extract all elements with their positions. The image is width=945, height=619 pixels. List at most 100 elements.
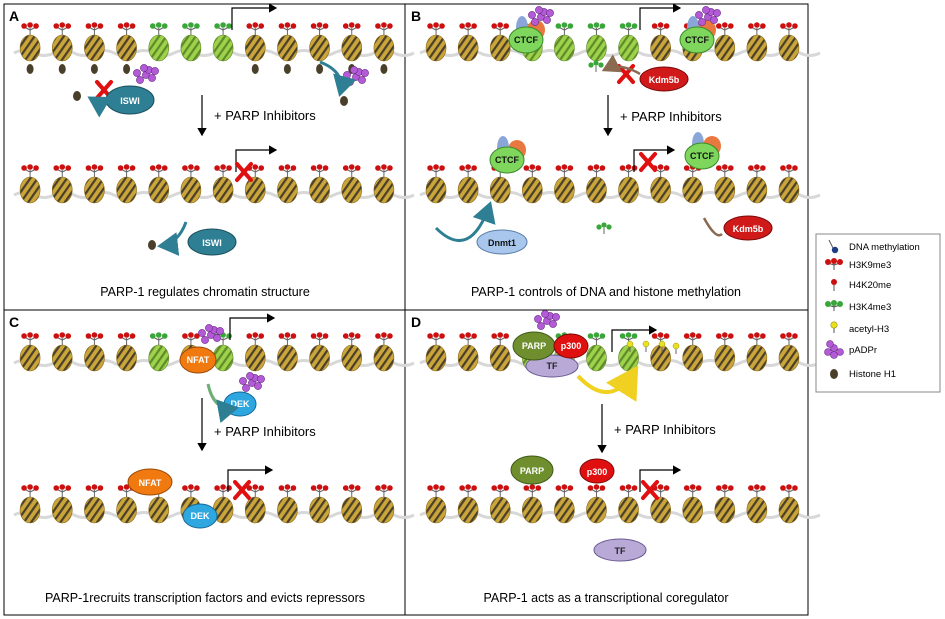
nucleosome	[554, 176, 575, 204]
panel-d-inhibitor-label: + PARP Inhibitors	[614, 422, 716, 437]
h3k9me3-mark	[523, 164, 542, 177]
tf-inactive	[593, 538, 647, 562]
dna-methylation-icon	[828, 239, 839, 254]
nucleosome	[19, 344, 41, 372]
active-nucleosome	[586, 34, 607, 62]
nucleosome	[341, 344, 363, 372]
h3k9me3-mark	[182, 332, 200, 345]
h3k9me3-mark	[21, 332, 39, 345]
panel-c-letter: C	[9, 314, 19, 330]
nucleosome	[19, 176, 41, 204]
nucleosome	[309, 496, 330, 524]
nucleosome	[714, 176, 736, 204]
nucleosome	[373, 344, 395, 372]
h3k9me3-mark	[491, 484, 510, 497]
h3k9me3-mark	[342, 332, 361, 345]
nucleosome	[309, 176, 330, 204]
h3k9me3-mark	[619, 164, 638, 177]
nucleosome	[84, 176, 105, 204]
histone-h1	[123, 64, 131, 74]
padpr-chain	[343, 66, 369, 86]
h3k9me3-mark	[85, 332, 104, 345]
ctcf-label: CTCF	[495, 155, 519, 165]
h3k9me3-mark	[117, 164, 136, 177]
h3k4me3-mark	[619, 22, 638, 35]
nucleosome	[746, 344, 768, 372]
nucleosome	[84, 344, 105, 372]
histone-h1-released	[73, 91, 81, 101]
nucleosome	[341, 176, 363, 204]
iswi-arrow-right	[319, 60, 357, 97]
nucleosome	[489, 34, 511, 62]
transcription-start-arrow	[639, 3, 682, 30]
transcription-start-arrow	[227, 465, 274, 492]
acetylation-arrow	[576, 365, 639, 402]
padpr-chain	[695, 6, 721, 26]
nucleosome	[244, 496, 266, 524]
nfat-protein: NFAT	[179, 346, 217, 374]
h3k9me3-mark	[182, 484, 200, 497]
panel-b-caption: PARP-1 controls of DNA and histone methy…	[471, 285, 741, 299]
nucleosome	[244, 176, 266, 204]
h3k9me3-mark	[780, 164, 798, 177]
h3k9me3-mark	[491, 22, 510, 35]
nfat-inactive	[127, 468, 173, 496]
nucleosome	[521, 176, 543, 204]
h3k9me3-mark	[619, 484, 638, 497]
p300-protein: p300	[553, 333, 589, 359]
active-nucleosome	[554, 34, 575, 62]
transcription-start-arrow	[611, 325, 658, 352]
nucleosome	[714, 34, 736, 62]
panel-b-details: + PARP Inhibitors Kdm5b Kdm5b Dnmt1 PARP…	[434, 54, 773, 299]
h3k9me3-mark	[375, 22, 393, 35]
h3k9me3-mark	[117, 22, 136, 35]
nucleosome	[277, 496, 298, 524]
h3k9me3-mark	[427, 484, 445, 497]
panel-a-letter: A	[9, 8, 19, 24]
panel-c-details: + PARP Inhibitors NFAT PARP-1recruits tr…	[45, 383, 365, 605]
nucleosome	[682, 344, 704, 372]
p300-inactive	[579, 458, 615, 484]
histone-h1-released	[340, 96, 348, 106]
h3k9me3-mark	[715, 164, 734, 177]
kdm5b-arrow-bottom	[702, 217, 723, 237]
ctcf-protein: CTCF	[508, 16, 545, 54]
dek-protein: DEK	[223, 391, 257, 417]
nucleosome	[180, 176, 202, 204]
transcription-start-arrow	[231, 3, 278, 30]
h3k9me3-mark	[780, 22, 798, 35]
iswi-arrow-bottom	[157, 221, 188, 256]
nucleosome	[489, 344, 511, 372]
h3k9me3-mark	[246, 484, 265, 497]
h3k9me3-mark	[459, 164, 477, 177]
h3k9me3-mark	[310, 164, 329, 177]
h3k9me3-mark	[587, 164, 606, 177]
nucleosome	[309, 34, 330, 62]
padpr-chain	[133, 64, 159, 84]
dek-protein-label: DEK	[230, 399, 250, 409]
nucleosome	[489, 496, 511, 524]
nucleosome	[51, 344, 73, 372]
kdm5b-complex	[639, 66, 689, 92]
acetyl-h3-mark	[626, 340, 634, 348]
panel-a-inhibitor-label: + PARP Inhibitors	[214, 108, 316, 123]
nucleosome	[746, 496, 768, 524]
h3k9me3-mark	[278, 332, 297, 345]
active-nucleosome	[618, 344, 639, 372]
nucleosome	[148, 176, 170, 204]
iswi-inactive-label: ISWI	[202, 238, 222, 248]
histone-h1	[26, 64, 34, 74]
panel-b-inhibitor-label: + PARP Inhibitors	[620, 109, 722, 124]
tf-protein: TF	[525, 354, 579, 378]
h3k4me3-mark	[587, 22, 606, 35]
ctcf-label: CTCF	[514, 35, 538, 45]
nucleosome	[244, 34, 266, 62]
p300-inactive-label: p300	[587, 467, 608, 477]
h3k9me3-mark	[459, 484, 477, 497]
h3k9me3-mark	[651, 484, 670, 497]
h3k9me3-mark	[53, 22, 72, 35]
legend-label-padpr: pADPr	[849, 345, 877, 356]
h3k9me3-mark	[310, 332, 329, 345]
